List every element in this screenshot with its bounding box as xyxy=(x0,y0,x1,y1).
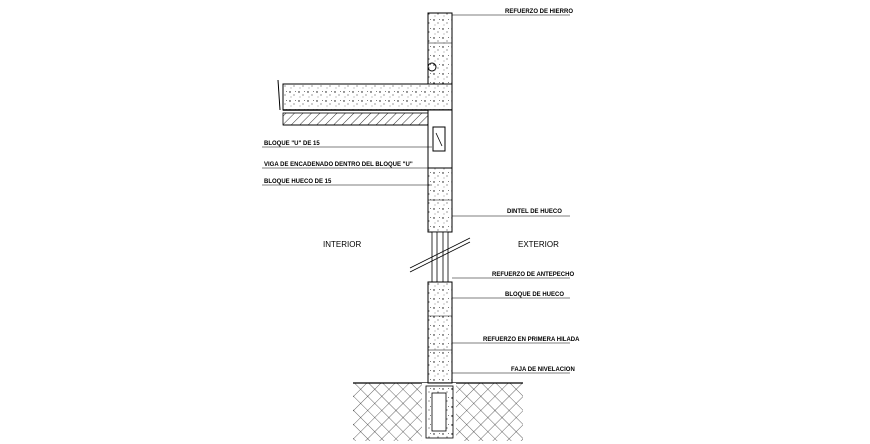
foundation-footing xyxy=(425,385,454,439)
label-faja-nivelacion: FAJA DE NIVELACION xyxy=(511,367,575,373)
upper-wall xyxy=(427,12,453,85)
label-refuerzo-primera-hilada: REFUERZO EN PRIMERA HILADA xyxy=(483,337,580,343)
middle-wall xyxy=(427,167,453,233)
leader-lines-right xyxy=(452,14,570,374)
window-opening xyxy=(409,231,471,283)
label-exterior: EXTERIOR xyxy=(518,240,559,249)
u-block-bond-beam xyxy=(427,109,453,169)
label-refuerzo-antepecho: REFUERZO DE ANTEPECHO xyxy=(492,272,574,278)
label-interior: INTERIOR xyxy=(323,240,361,249)
roof-slab xyxy=(277,79,453,126)
label-refuerzo-hierro: REFUERZO DE HIERRO xyxy=(505,9,573,15)
label-bloque-u: BLOQUE "U" DE 15 xyxy=(264,141,320,147)
label-viga-encadenado: VIGA DE ENCADENADO DENTRO DEL BLOQUE "U" xyxy=(264,162,413,168)
label-dintel: DINTEL DE HUECO xyxy=(507,209,562,215)
leader-lines-left xyxy=(262,146,432,186)
label-bloque-hueco: BLOQUE HUECO DE 15 xyxy=(264,179,332,185)
label-bloque-hueco-2: BLOQUE DE HUECO xyxy=(505,292,564,298)
lower-wall xyxy=(427,281,453,384)
